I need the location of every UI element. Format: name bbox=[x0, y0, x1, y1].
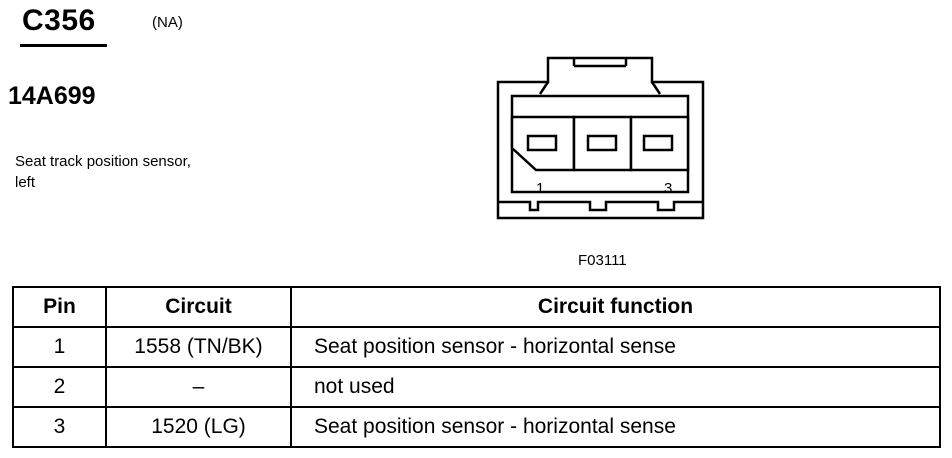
pin-cavity-2 bbox=[572, 115, 633, 172]
circuit-cell: – bbox=[105, 366, 292, 408]
table-header-row: Pin Circuit Circuit function bbox=[12, 286, 941, 328]
pin-label-1: 1 bbox=[536, 180, 544, 197]
circuit-cell: 1520 (LG) bbox=[105, 406, 292, 448]
connector-latch bbox=[538, 58, 662, 95]
part-number: 14A699 bbox=[8, 82, 96, 110]
terminal-2 bbox=[586, 134, 618, 152]
table-row: 3 1520 (LG) Seat position sensor - horiz… bbox=[12, 406, 941, 448]
table-row: 2 – not used bbox=[12, 366, 941, 408]
connector-face-diagram: 1 3 bbox=[496, 56, 705, 220]
region-label: (NA) bbox=[152, 14, 183, 31]
pin-cavity-3 bbox=[629, 115, 690, 172]
function-cell: Seat position sensor - horizontal sense bbox=[290, 406, 941, 448]
bottom-keyways bbox=[498, 200, 703, 212]
pin-cell: 2 bbox=[12, 366, 107, 408]
terminal-3 bbox=[642, 134, 674, 152]
function-cell: not used bbox=[290, 366, 941, 408]
connector-id-underline bbox=[20, 44, 107, 47]
figure-reference: F03111 bbox=[578, 252, 627, 269]
connector-id: C356 bbox=[22, 4, 96, 37]
pin-cavity-1 bbox=[510, 115, 576, 172]
function-cell: Seat position sensor - horizontal sense bbox=[290, 326, 941, 368]
pin-cell: 1 bbox=[12, 326, 107, 368]
header-circuit-function: Circuit function bbox=[290, 286, 941, 328]
circuit-cell: 1558 (TN/BK) bbox=[105, 326, 292, 368]
table-row: 1 1558 (TN/BK) Seat position sensor - ho… bbox=[12, 326, 941, 368]
pin-cell: 3 bbox=[12, 406, 107, 448]
pin-label-3: 3 bbox=[664, 180, 672, 197]
header-circuit: Circuit bbox=[105, 286, 292, 328]
connector-description: Seat track position sensor, left bbox=[15, 153, 191, 191]
terminal-1 bbox=[526, 134, 558, 152]
pinout-table: Pin Circuit Circuit function 1 1558 (TN/… bbox=[12, 286, 941, 448]
header-pin: Pin bbox=[12, 286, 107, 328]
